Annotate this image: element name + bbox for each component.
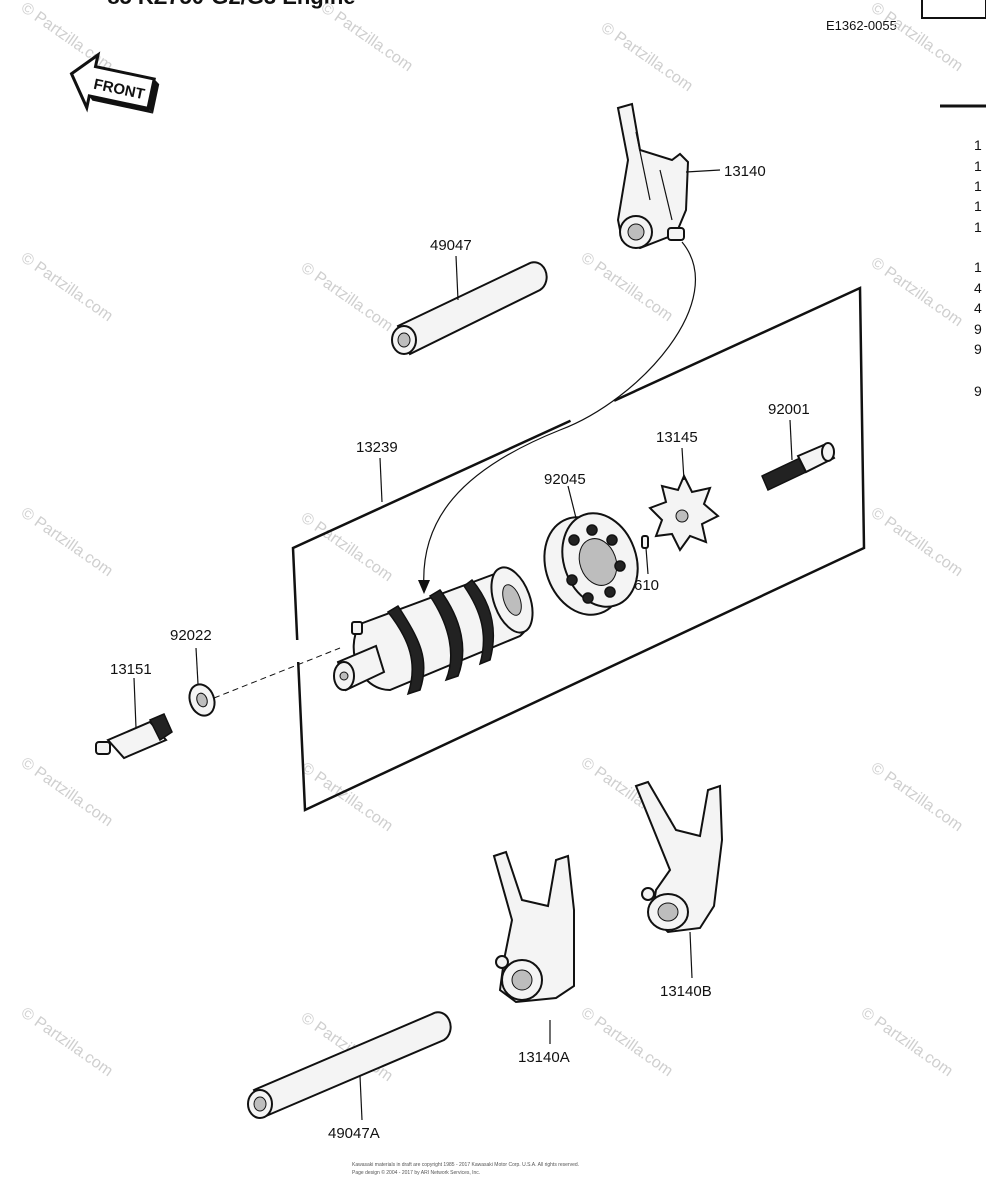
part-label: 49047 bbox=[430, 237, 472, 254]
part-label: 92001 bbox=[768, 401, 810, 418]
index-entry: 1 bbox=[974, 198, 982, 214]
index-entry: 9 bbox=[974, 383, 982, 399]
watermark: © Partzilla.com bbox=[578, 249, 676, 325]
washer-92022 bbox=[188, 683, 216, 717]
index-entry: 1 bbox=[974, 137, 982, 153]
part-label: 13151 bbox=[110, 661, 152, 678]
front-arrow: FRONT bbox=[69, 51, 160, 114]
watermark: © Partzilla.com bbox=[318, 0, 416, 75]
watermark: © Partzilla.com bbox=[868, 759, 966, 835]
leader-13140 bbox=[685, 169, 721, 173]
part-label: 13239 bbox=[356, 439, 398, 456]
index-entry: 1 bbox=[974, 219, 982, 235]
part-label: 610 bbox=[634, 577, 659, 594]
part-labels: 13140 49047 92001 13239 13145 92045 610 … bbox=[110, 163, 810, 1142]
leader-49047 bbox=[455, 255, 459, 301]
shift-fork-13140 bbox=[616, 102, 690, 250]
watermark: © Partzilla.com bbox=[868, 254, 966, 330]
shift-drum-13239 bbox=[333, 566, 534, 696]
footer-copyright: Kawasaki materials in draft are copyrigh… bbox=[352, 1162, 579, 1168]
watermark: © Partzilla.com bbox=[18, 504, 116, 580]
watermark: © Partzilla.com bbox=[868, 504, 966, 580]
shift-fork-13140a bbox=[492, 850, 575, 1004]
part-label: 92022 bbox=[170, 627, 212, 644]
index-entry: 9 bbox=[974, 341, 982, 357]
header-title-fragment: -85 KZ750-G2/G3 Engine bbox=[100, 0, 356, 9]
watermark: © Partzilla.com bbox=[868, 0, 966, 75]
leader-13151 bbox=[133, 677, 137, 729]
right-index-column: 1 1 1 1 1 1 4 4 9 9 9 bbox=[974, 137, 982, 399]
part-label: 49047A bbox=[328, 1125, 380, 1142]
switch-13151 bbox=[95, 713, 173, 760]
watermark: © Partzilla.com bbox=[598, 19, 696, 95]
leader-13140b bbox=[689, 931, 693, 979]
footer-design-credit: Page design © 2004 - 2017 by ARI Network… bbox=[352, 1169, 480, 1176]
watermark: © Partzilla.com bbox=[578, 1004, 676, 1080]
header: -85 KZ750-G2/G3 Engine E1362-0055 bbox=[30, 0, 986, 108]
index-entry: 1 bbox=[974, 158, 982, 174]
leader-92022 bbox=[195, 647, 199, 685]
index-entry: 1 bbox=[974, 178, 982, 194]
watermark: © Partzilla.com bbox=[18, 249, 116, 325]
part-label: 13145 bbox=[656, 429, 698, 446]
footer: Kawasaki materials in draft are copyrigh… bbox=[352, 1162, 579, 1176]
index-entry: 4 bbox=[974, 300, 982, 316]
pin-610 bbox=[641, 535, 649, 549]
diagram-id: E1362-0055 bbox=[826, 18, 897, 33]
camshaft-assembly-outline bbox=[291, 286, 866, 812]
shaft-49047a bbox=[247, 1011, 452, 1119]
shaft-49047 bbox=[391, 261, 548, 356]
leader-92001 bbox=[789, 419, 793, 461]
leader-13239 bbox=[379, 457, 383, 503]
part-label: 13140B bbox=[660, 983, 712, 1000]
part-label: 13140A bbox=[518, 1049, 570, 1066]
shift-fork-13140b bbox=[634, 780, 724, 934]
pin-92001 bbox=[761, 442, 836, 492]
index-entry: 4 bbox=[974, 280, 982, 296]
star-plate-13145 bbox=[648, 473, 720, 552]
watermark: © Partzilla.com bbox=[298, 759, 396, 835]
leader-49047a bbox=[359, 1075, 363, 1121]
leader-13145 bbox=[681, 447, 685, 481]
part-label: 13140 bbox=[724, 163, 766, 180]
bearing-92045 bbox=[543, 512, 639, 616]
watermarks: © Partzilla.com © Partzilla.com © Partzi… bbox=[18, 0, 966, 1085]
index-entry: 1 bbox=[974, 259, 982, 275]
watermark: © Partzilla.com bbox=[18, 754, 116, 830]
part-label: 92045 bbox=[544, 471, 586, 488]
watermark: © Partzilla.com bbox=[858, 1004, 956, 1080]
leader-610 bbox=[645, 547, 649, 575]
index-entry: 9 bbox=[974, 321, 982, 337]
watermark: © Partzilla.com bbox=[18, 1004, 116, 1080]
watermark: © Partzilla.com bbox=[298, 259, 396, 335]
leader-92045 bbox=[567, 485, 577, 519]
watermark: © Partzilla.com bbox=[298, 509, 396, 585]
leader-13140-to-drum bbox=[423, 241, 696, 589]
watermark: © Partzilla.com bbox=[18, 0, 116, 75]
header-box bbox=[921, 0, 986, 19]
assembly-axis bbox=[213, 647, 341, 699]
